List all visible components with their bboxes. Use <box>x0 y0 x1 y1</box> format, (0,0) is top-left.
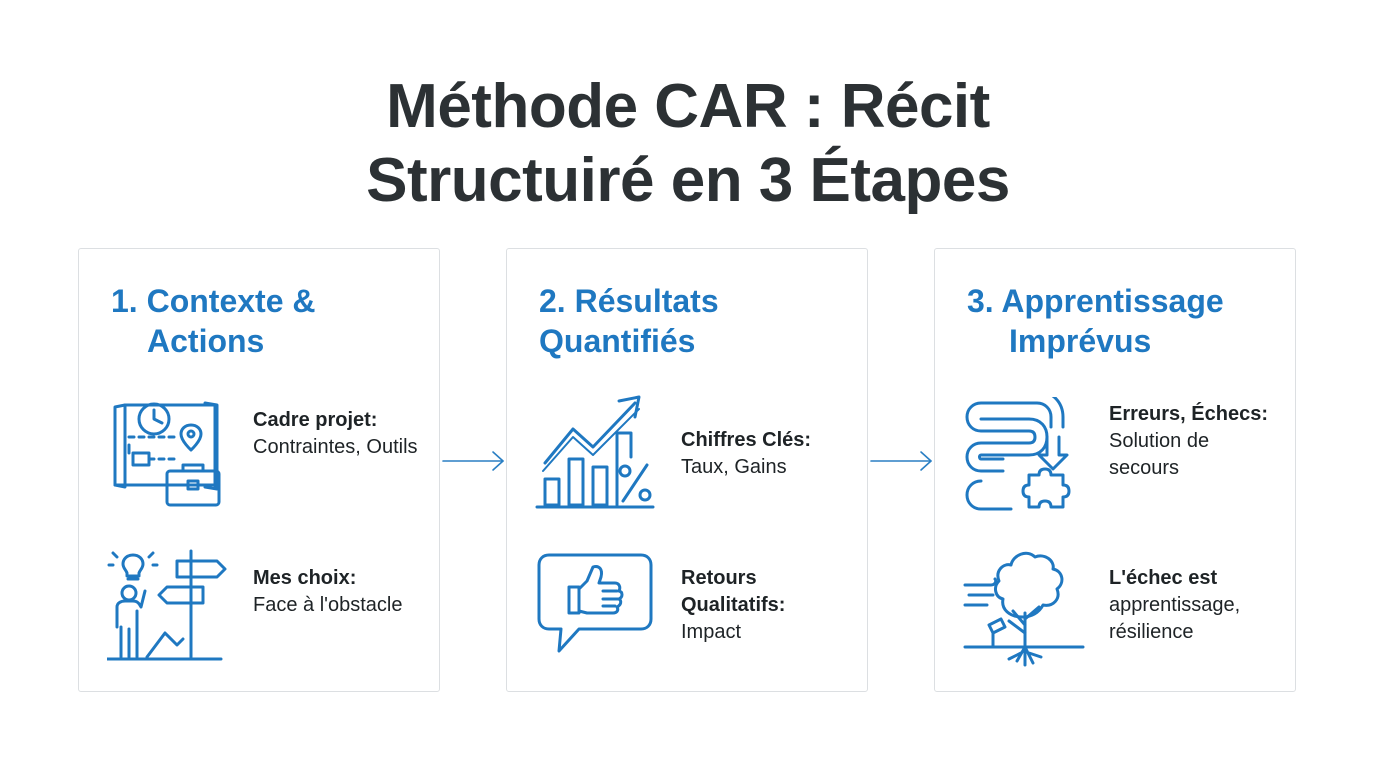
step-card-context-actions: 1. Contexte & Actions <box>78 248 440 692</box>
card-step-number: 2. <box>539 283 566 319</box>
page-title-line1: Méthode CAR : Récit <box>386 72 990 141</box>
item-label: Chiffres Clés: <box>681 429 812 451</box>
item-label: L'échec est <box>1109 567 1218 589</box>
item-text: Cadre projet: Contraintes, Outils <box>253 407 428 461</box>
card-title-line1: Résultats <box>574 283 719 319</box>
growth-chart-percent-icon <box>535 395 659 519</box>
card-step-number: 1. <box>111 283 138 319</box>
item-text: L'échec est apprentissage, résilience <box>1109 565 1284 646</box>
card-title: 1. Contexte & Actions <box>111 281 315 361</box>
page-title-line2: Structuiré en 3 Étapes <box>366 146 1010 215</box>
card-title-line2: Imprévus <box>1009 323 1152 359</box>
item-text: Retours Qualitatifs: Impact <box>681 565 856 646</box>
item-label: Erreurs, Échecs: <box>1109 403 1268 425</box>
item-desc: Impact <box>681 621 742 643</box>
page-title: Méthode CAR : Récit Structuiré en 3 Étap… <box>0 70 1376 218</box>
tree-wind-icon <box>963 547 1087 671</box>
flow-arrow-1-to-2 <box>441 447 507 475</box>
item-project-frame: Cadre projet: Contraintes, Outils <box>107 397 427 527</box>
item-key-figures: Chiffres Clés: Taux, Gains <box>535 395 855 525</box>
item-my-choices: Mes choix: Face à l'obstacle <box>107 549 427 679</box>
item-errors-failures: Erreurs, Échecs: Solution de secours <box>963 397 1283 527</box>
person-signpost-icon <box>107 549 231 673</box>
item-desc: Solution de secours <box>1109 430 1210 479</box>
card-title-line2: Actions <box>147 323 265 359</box>
step-card-quantified-results: 2. Résultats Quantifiés Chiffres Clés: T… <box>506 248 868 692</box>
item-desc: Taux, Gains <box>681 456 787 478</box>
card-title: 3. Apprentissage Imprévus <box>967 281 1224 361</box>
item-text: Mes choix: Face à l'obstacle <box>253 565 428 619</box>
card-title: 2. Résultats Quantifiés <box>539 281 719 361</box>
item-text: Chiffres Clés: Taux, Gains <box>681 427 856 481</box>
item-desc: Contraintes, Outils <box>253 436 418 458</box>
thumbs-up-speech-bubble-icon <box>535 553 659 677</box>
item-desc: apprentissage, résilience <box>1109 594 1241 643</box>
item-desc: Face à l'obstacle <box>253 594 403 616</box>
item-label: Retours Qualitatifs: <box>681 567 786 616</box>
item-label: Cadre projet: <box>253 409 378 431</box>
project-plan-toolbox-icon <box>107 397 231 521</box>
card-title-line1: Contexte & <box>146 283 316 319</box>
step-card-learning-unexpected: 3. Apprentissage Imprévus Erreurs, Échec… <box>934 248 1296 692</box>
card-step-number: 3. <box>967 283 994 319</box>
item-text: Erreurs, Échecs: Solution de secours <box>1109 401 1284 482</box>
winding-path-puzzle-icon <box>963 397 1087 521</box>
flow-arrow-2-to-3 <box>869 447 935 475</box>
item-failure-learning: L'échec est apprentissage, résilience <box>963 547 1283 677</box>
item-label: Mes choix: <box>253 567 357 589</box>
card-title-line2: Quantifiés <box>539 323 696 359</box>
item-qualitative-feedback: Retours Qualitatifs: Impact <box>535 553 855 683</box>
card-title-line1: Apprentissage <box>1001 283 1224 319</box>
